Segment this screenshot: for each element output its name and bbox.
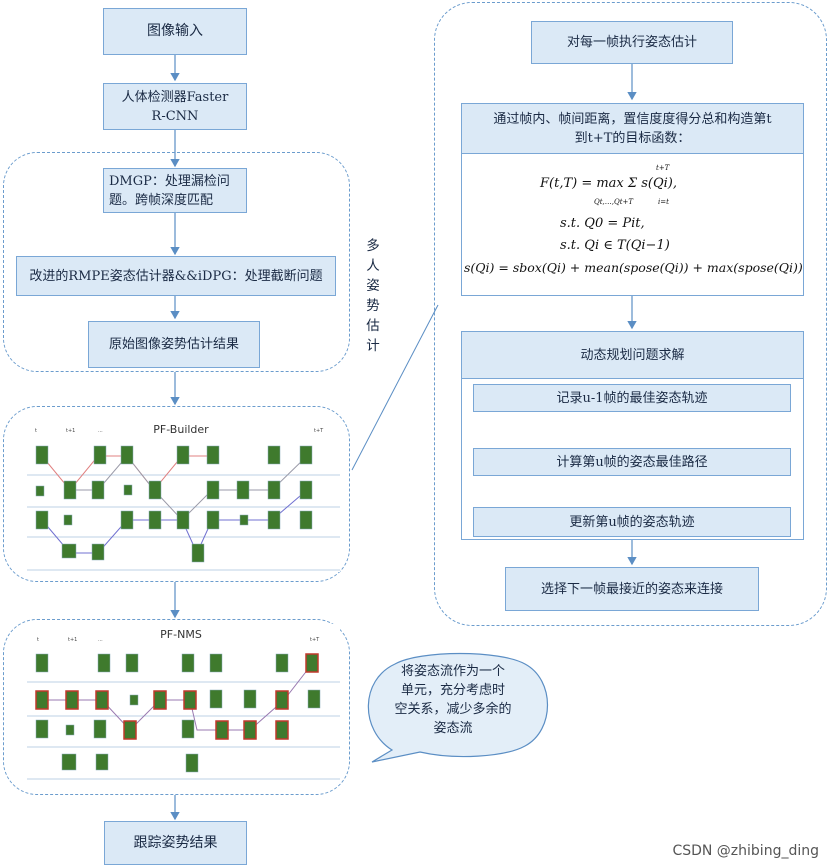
formula-line-1-sum-top: t+T — [656, 164, 670, 172]
pf-builder-tick-tT: t+T — [314, 428, 324, 434]
pf-builder-tick-t1: t+1 — [66, 428, 76, 434]
formula-line-3: s.t. Qi ∈ T(Qi−1) — [560, 238, 670, 253]
pf-builder-tick-dots: ... — [98, 428, 103, 434]
final-result-label: 跟踪姿势结果 — [133, 834, 218, 851]
formula-panel: F(t,T) = max Σ s(Qi), Qt,…,Qt+T t+T i=t … — [461, 154, 804, 296]
dp-step-3-box: 更新第u帧的姿态轨迹 — [473, 507, 791, 537]
bubble-line-2: 单元，充分考虑时 — [400, 683, 505, 698]
group-label-6: 计 — [366, 338, 380, 354]
dmgp-box: DMGP：处理漏检问 题。跨帧深度匹配 — [103, 168, 247, 213]
dp-title-label: 动态规划问题求解 — [580, 347, 685, 363]
dp-step-1-box: 记录u-1帧的最佳姿态轨迹 — [473, 384, 791, 412]
watermark: CSDN @zhibing_ding — [672, 843, 819, 859]
link-builder-right — [351, 304, 439, 471]
pf-builder-graph — [27, 445, 340, 571]
detector-line-1: 人体检测器Faster — [121, 89, 229, 105]
pf-nms-tick-tT: t+T — [310, 637, 320, 643]
dp-title-box: 动态规划问题求解 — [461, 331, 804, 379]
pf-nms-panel: PF-NMS t t+1 ... t+T — [22, 624, 340, 782]
pf-nms-graph — [27, 653, 340, 780]
dmgp-line-1: DMGP：处理漏检问 — [109, 173, 230, 189]
formula-line-1: F(t,T) = max Σ s(Qi), — [540, 176, 677, 191]
pf-nms-group — [3, 619, 350, 795]
objective-line-2: 到t+T的目标函数： — [574, 130, 691, 146]
group-label-4: 势 — [366, 298, 380, 314]
rmpe-box: 改进的RMPE姿态估计器&&iDPG：处理截断问题 — [16, 256, 336, 296]
dmgp-line-2: 题。跨帧深度匹配 — [109, 192, 214, 208]
group-label-2: 人 — [366, 258, 380, 274]
final-result-box: 跟踪姿势结果 — [104, 821, 247, 865]
group-label-1: 多 — [366, 238, 380, 254]
select-next-label: 选择下一帧最接近的姿态来连接 — [540, 581, 723, 597]
image-input-box: 图像输入 — [103, 8, 247, 55]
formula-line-1-sub: Qt,…,Qt+T — [594, 198, 634, 206]
formula-line-2: s.t. Q0 = Pit, — [560, 216, 645, 231]
group-label-3: 姿 — [366, 278, 380, 294]
raw-result-label: 原始图像姿势估计结果 — [108, 337, 239, 352]
multi-person-pose-group — [3, 152, 350, 372]
pf-nms-tick-t1: t+1 — [68, 637, 78, 643]
pose-flow-group — [434, 2, 827, 626]
objective-line-1: 通过帧内、帧间距离，置信度度得分总和构造第t — [493, 111, 772, 127]
dp-step-2-box: 计算第u帧的姿态最佳路径 — [473, 448, 791, 476]
bubble-text: 将姿态流作为一个 单元，充分考虑时 空关系，减少多余的 姿态流 — [388, 662, 518, 738]
objective-box: 通过帧内、帧间距离，置信度度得分总和构造第t 到t+T的目标函数： — [461, 103, 804, 154]
pf-builder-panel: PF-Builder t t+1 ... t+T — [22, 420, 340, 572]
raw-result-box: 原始图像姿势估计结果 — [88, 321, 260, 368]
bubble-line-4: 姿态流 — [433, 721, 473, 736]
formula-line-4: s(Qi) = sbox(Qi) + mean(spose(Qi)) + max… — [464, 260, 803, 275]
bubble-line-1: 将姿态流作为一个 — [400, 664, 505, 679]
group-label-5: 估 — [366, 318, 380, 334]
pf-nms-tick-dots: ... — [98, 637, 103, 643]
select-next-box: 选择下一帧最接近的姿态来连接 — [505, 567, 759, 611]
group-vertical-label: 多 人 姿 势 估 计 — [365, 236, 381, 356]
dp-step-1-label: 记录u-1帧的最佳姿态轨迹 — [556, 390, 708, 406]
pf-nms-title: PF-NMS — [160, 628, 202, 641]
pf-builder-title: PF-Builder — [153, 423, 209, 436]
detector-line-2: R-CNN — [151, 108, 199, 124]
detector-box: 人体检测器Faster R-CNN — [103, 83, 247, 130]
rmpe-label: 改进的RMPE姿态估计器&&iDPG：处理截断问题 — [29, 268, 323, 284]
dp-step-3-label: 更新第u帧的姿态轨迹 — [569, 514, 695, 530]
per-frame-pose-box: 对每一帧执行姿态估计 — [531, 21, 733, 64]
per-frame-pose-label: 对每一帧执行姿态估计 — [566, 35, 697, 50]
pf-nms-tick-t: t — [37, 637, 39, 643]
pf-builder-group — [3, 406, 350, 582]
pf-builder-tick-t: t — [35, 428, 37, 434]
formula-line-1-sum-bottom: i=t — [658, 198, 669, 206]
image-input-label: 图像输入 — [147, 23, 203, 39]
bubble-line-3: 空关系，减少多余的 — [394, 702, 512, 717]
dp-step-2-label: 计算第u帧的姿态最佳路径 — [556, 454, 708, 470]
